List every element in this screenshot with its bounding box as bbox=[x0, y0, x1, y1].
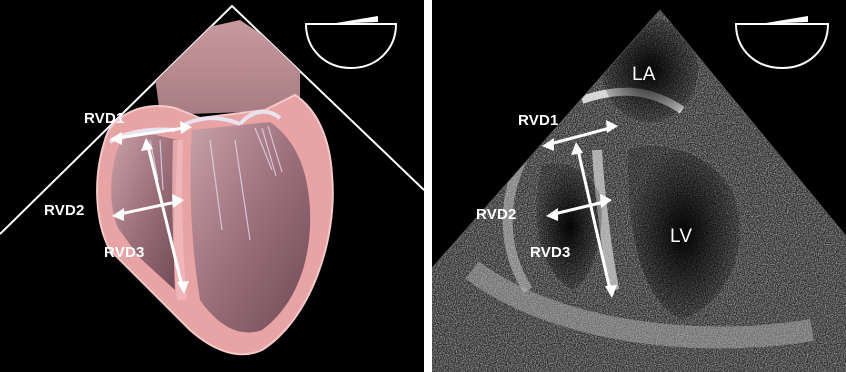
heart-illustration-panel: RVD1 RVD2 RVD3 bbox=[0, 0, 424, 372]
rvd1-label: RVD1 bbox=[518, 112, 559, 129]
la-label: LA bbox=[632, 64, 656, 86]
sector-probe-icon bbox=[736, 16, 828, 68]
rvd3-label: RVD3 bbox=[104, 244, 145, 261]
sector-probe-icon bbox=[306, 16, 396, 68]
atria-region bbox=[150, 20, 300, 115]
rvd3-label: RVD3 bbox=[530, 244, 571, 261]
echocardiogram-image bbox=[432, 0, 846, 372]
heart-illustration bbox=[0, 0, 424, 372]
lv-label: LV bbox=[670, 226, 692, 248]
rvd1-label: RVD1 bbox=[84, 110, 125, 127]
rvd2-label: RVD2 bbox=[476, 206, 517, 223]
echocardiogram-panel: RVD1 RVD2 RVD3 LA LV bbox=[432, 0, 846, 372]
rvd2-label: RVD2 bbox=[44, 202, 85, 219]
